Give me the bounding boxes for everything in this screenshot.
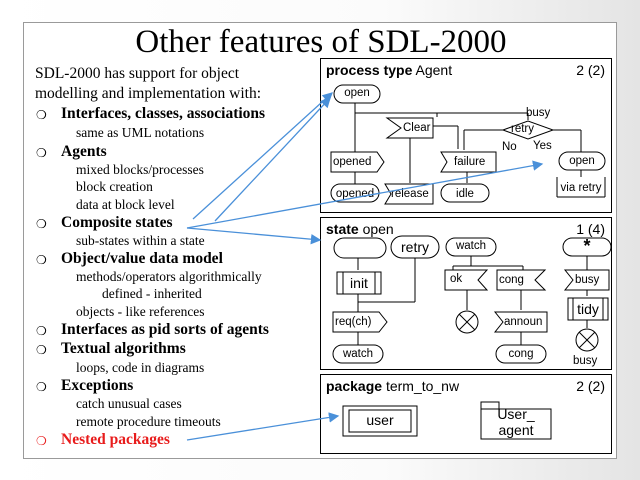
feature-sub: objects - like references bbox=[76, 304, 205, 319]
cong-input-label: cong bbox=[499, 274, 524, 286]
user-agent-label: User_agent bbox=[497, 406, 535, 438]
state-open-label: open bbox=[344, 87, 370, 99]
feature-sub: sub-states within a state bbox=[76, 233, 205, 248]
reqch-label: req(ch) bbox=[335, 316, 372, 328]
intro-line-2: modelling and implementation with: bbox=[35, 85, 262, 102]
retry-decision-label: retry bbox=[511, 123, 534, 135]
feature-sub: block creation bbox=[76, 179, 153, 194]
intro-line-1: SDL-2000 has support for object bbox=[35, 65, 240, 82]
page-number: 2 (2) bbox=[576, 378, 605, 394]
package-diagram bbox=[342, 401, 552, 440]
process-type-panel: process type Agent 2 (2) bbox=[320, 58, 612, 213]
clear-signal-label: Clear bbox=[403, 122, 431, 134]
bullet-icon: ❍ bbox=[36, 253, 47, 267]
state-open-right-label: open bbox=[569, 155, 595, 167]
feature-composite-states: Composite states bbox=[61, 214, 173, 231]
tidy-label: tidy bbox=[577, 301, 599, 317]
package-panel: package term_to_nw 2 (2) user User_agent bbox=[320, 374, 612, 454]
page-number: 1 (4) bbox=[576, 221, 605, 237]
feature-data-model: Object/value data model bbox=[61, 250, 223, 267]
feature-textual-algorithms: Textual algorithms bbox=[61, 340, 186, 357]
feature-pid-sorts: Interfaces as pid sorts of agents bbox=[61, 321, 269, 338]
busy-input-label: busy bbox=[575, 274, 600, 286]
yes-label: Yes bbox=[533, 140, 552, 152]
bullet-icon: ❍ bbox=[36, 146, 47, 160]
opened-output-label: opened bbox=[333, 156, 372, 168]
bullet-icon: ❍ bbox=[36, 380, 47, 394]
state-diagram bbox=[332, 235, 612, 364]
bullet-icon: ❍ bbox=[36, 343, 47, 357]
busy-label: busy bbox=[526, 107, 551, 119]
slide-title: Other features of SDL-2000 bbox=[135, 24, 507, 60]
bullet-icon: ❍ bbox=[36, 434, 47, 448]
feature-exceptions: Exceptions bbox=[61, 377, 134, 394]
feature-sub: same as UML notations bbox=[76, 125, 205, 140]
feature-sub: data at block level bbox=[76, 197, 175, 212]
busy-bottom-label: busy bbox=[573, 355, 598, 367]
bullet-icon: ❍ bbox=[36, 108, 47, 122]
package-header: package term_to_nw bbox=[326, 378, 460, 394]
bullet-icon: ❍ bbox=[36, 324, 47, 338]
retry-label: retry bbox=[401, 239, 429, 255]
feature-sub: defined - inherited bbox=[102, 286, 202, 301]
feature-sub: mixed blocks/processes bbox=[76, 162, 204, 177]
feature-sub: remote procedure timeouts bbox=[76, 414, 221, 429]
init-label: init bbox=[350, 275, 368, 291]
bullet-icon: ❍ bbox=[36, 217, 47, 231]
announ-label: announ bbox=[504, 316, 543, 328]
process-type-header: process type Agent bbox=[326, 62, 453, 78]
state-panel: state open 1 (4) bbox=[320, 217, 612, 370]
feature-nested-packages: Nested packages bbox=[61, 431, 170, 448]
user-block-label: user bbox=[366, 412, 394, 428]
feature-sub: loops, code in diagrams bbox=[76, 360, 205, 375]
feature-interfaces-classes: Interfaces, classes, associations bbox=[61, 105, 266, 122]
watch-bottom-label: watch bbox=[342, 348, 374, 360]
asterisk-state-label: * bbox=[583, 236, 591, 256]
cong-bottom-label: cong bbox=[508, 348, 534, 360]
failure-label: failure bbox=[454, 156, 486, 168]
feature-sub: catch unusual cases bbox=[76, 396, 182, 411]
page-number: 2 (2) bbox=[576, 62, 605, 78]
idle-state-label: idle bbox=[456, 188, 474, 200]
feature-agents: Agents bbox=[61, 143, 107, 160]
watch-label: watch bbox=[455, 240, 487, 252]
ok-label: ok bbox=[450, 273, 463, 285]
opened-state-label: opened bbox=[335, 188, 375, 200]
no-label: No bbox=[502, 141, 517, 153]
release-label: release bbox=[391, 188, 429, 200]
via-retry-label: via retry bbox=[560, 182, 602, 194]
feature-sub: methods/operators algorithmically bbox=[76, 269, 262, 284]
